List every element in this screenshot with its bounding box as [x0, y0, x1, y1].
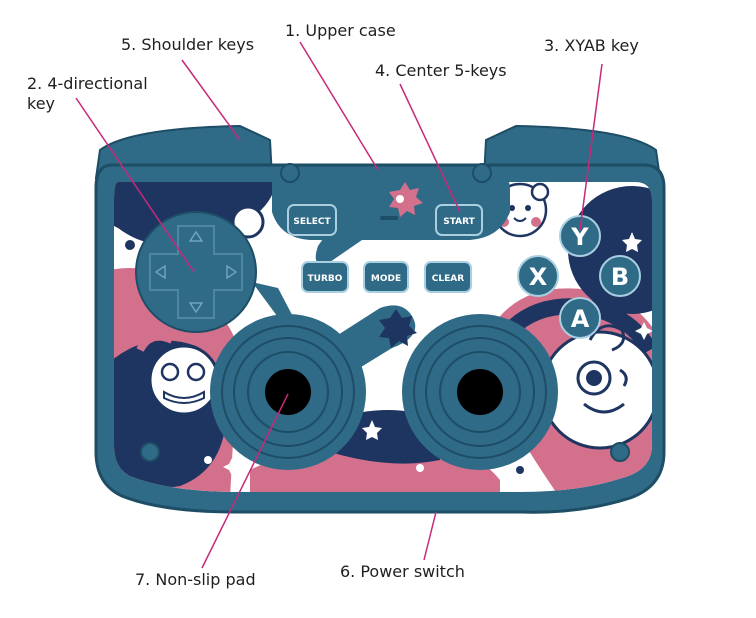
mode-button[interactable]: MODE [363, 261, 409, 293]
leader-four-directional [75, 97, 195, 273]
callout-power-switch: 6. Power switch [340, 562, 465, 581]
clear-button-label: CLEAR [432, 274, 464, 284]
leader-shoulder [181, 59, 241, 141]
flower-icon [389, 182, 423, 217]
a-button-label: A [571, 305, 590, 333]
callout-four-directional-key: 2. 4-directional key [27, 74, 148, 113]
leader-nonslip [201, 393, 289, 569]
x-button[interactable]: X [517, 255, 559, 297]
screw-icon [610, 442, 630, 462]
dpad-left-icon [154, 264, 166, 280]
turbo-button-label: TURBO [308, 274, 343, 284]
leader-xyab [579, 63, 603, 231]
select-button[interactable]: SELECT [287, 204, 337, 236]
y-button[interactable]: Y [559, 215, 601, 257]
a-button[interactable]: A [559, 297, 601, 339]
x-button-label: X [529, 263, 548, 291]
turbo-button[interactable]: TURBO [301, 261, 349, 293]
dpad-down-icon [188, 302, 204, 314]
callout-upper-case: 1. Upper case [285, 21, 396, 40]
callout-center-keys: 4. Center 5-keys [375, 61, 507, 80]
dpad-right-icon [226, 264, 238, 280]
b-button-label: B [611, 263, 629, 291]
screw-icon [472, 163, 492, 183]
right-joystick[interactable] [402, 314, 558, 470]
flower-icon [379, 309, 417, 348]
clear-button[interactable]: CLEAR [424, 261, 472, 293]
screw-icon [280, 163, 300, 183]
left-joystick[interactable] [210, 314, 366, 470]
leader-power [423, 511, 437, 561]
b-button[interactable]: B [599, 255, 641, 297]
start-button-label: START [443, 217, 475, 227]
callout-xyab-key: 3. XYAB key [544, 36, 639, 55]
leader-center-keys [399, 83, 461, 213]
start-button[interactable]: START [435, 204, 483, 236]
mode-button-label: MODE [371, 274, 401, 284]
leader-upper-case [299, 41, 379, 171]
dpad-up-icon [188, 230, 204, 242]
screw-icon [140, 442, 160, 462]
leader-lines [75, 41, 603, 569]
y-button-label: Y [570, 223, 589, 251]
callout-shoulder-keys: 5. Shoulder keys [121, 35, 255, 54]
dpad[interactable] [135, 211, 257, 333]
select-button-label: SELECT [293, 217, 331, 227]
callout-non-slip-pad: 7. Non-slip pad [135, 570, 256, 589]
